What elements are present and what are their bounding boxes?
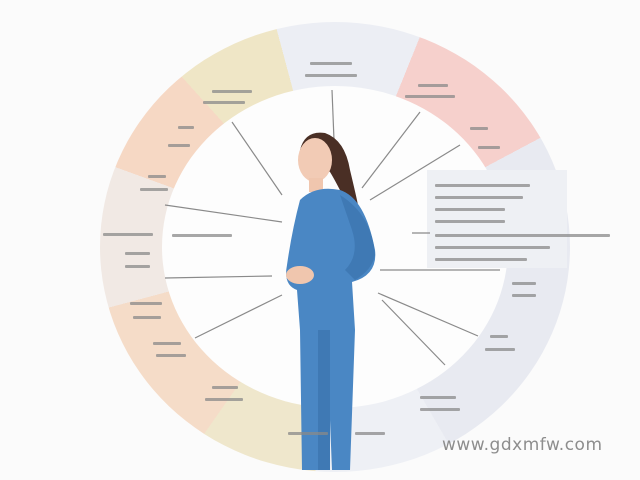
panel-text-line [435,220,505,223]
panel-text-line [435,184,530,187]
label-mark [133,316,161,319]
label-mark [156,354,186,357]
panel-text-line [435,234,610,237]
pregnant-woman-figure [286,132,376,470]
watermark: www.gdxmfw.com [442,435,603,455]
panel-text-line [435,208,505,211]
connector-line [164,275,273,279]
label-mark [490,335,508,338]
label-mark [512,294,536,297]
label-mark [310,62,352,65]
connector-line [194,294,283,339]
label-mark [140,188,168,191]
panel-text-line [435,196,523,199]
label-mark [178,126,194,129]
label-mark [103,233,153,236]
label-mark [420,396,456,399]
label-mark [168,144,190,147]
label-mark [478,146,500,149]
label-mark [485,348,515,351]
connector-line [369,144,461,201]
label-mark [125,265,150,268]
panel-text-line [435,258,527,261]
label-mark [212,90,252,93]
connector-line [331,89,335,141]
label-mark [203,101,245,104]
label-mark [130,302,162,305]
label-mark [512,282,536,285]
label-mark [153,342,181,345]
connector-line [164,204,283,223]
connector-line [361,111,421,189]
connector-line [377,292,479,337]
connector-line [381,299,446,366]
label-mark [125,252,150,255]
label-mark [418,84,448,87]
label-mark [212,386,238,389]
panel-text-line [435,246,550,249]
label-mark [420,408,460,411]
label-mark [305,74,357,77]
label-mark [355,432,385,435]
label-mark [288,432,328,435]
label-mark [172,234,232,237]
label-mark [470,127,488,130]
connector-line [231,121,283,196]
label-mark [148,175,166,178]
label-mark [205,398,243,401]
label-mark [405,95,455,98]
